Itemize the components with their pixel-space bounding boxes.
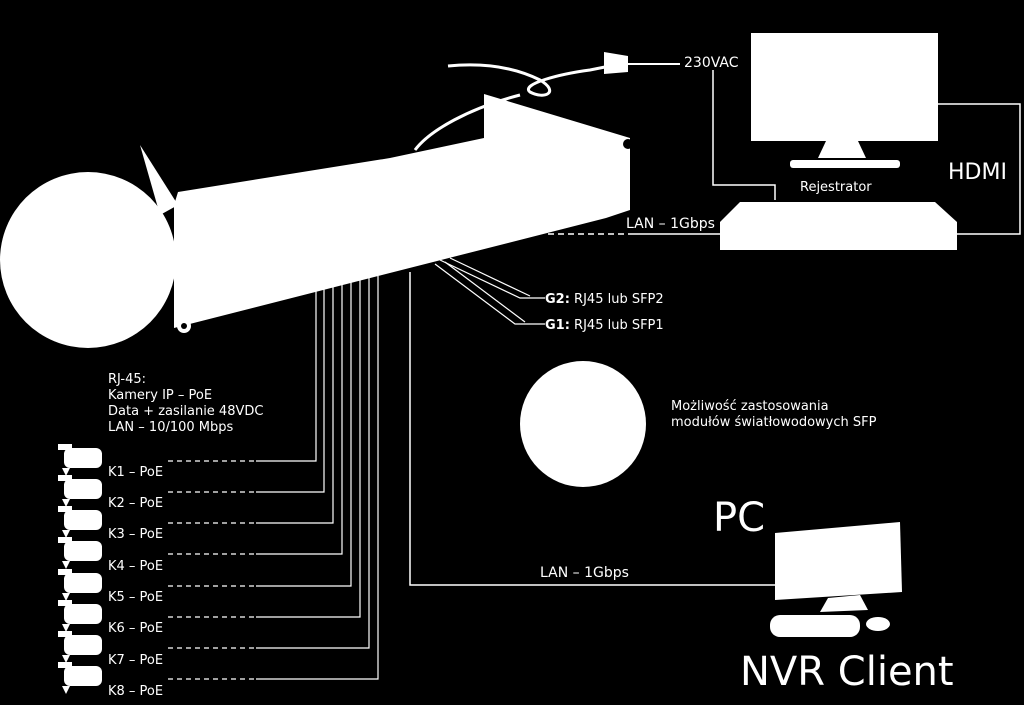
camera-icon-k2	[58, 475, 102, 507]
uplink-g2: G2: RJ45 lub SFP2	[545, 292, 664, 308]
camera-icon-k6	[58, 600, 102, 632]
recorder-label: Rejestrator	[800, 180, 872, 195]
camera-icons	[58, 444, 102, 694]
recorder-device	[720, 202, 957, 250]
poe-switch	[140, 94, 633, 333]
camera-label-k4: K4 – PoE	[108, 559, 164, 574]
camera-icon-k1	[58, 444, 102, 476]
rj45-line1: RJ-45:	[108, 372, 147, 387]
camera-label-k5: K5 – PoE	[108, 590, 164, 605]
camera-icon-k3	[58, 506, 102, 538]
camera-label-k2: K2 – PoE	[108, 496, 164, 511]
uplink-wires	[434, 257, 545, 325]
uplink-g2-desc: RJ45 lub SFP2	[569, 292, 664, 307]
sfp-note-line2: modułów światłowodowych SFP	[671, 415, 877, 430]
camera-label-k6: K6 – PoE	[108, 621, 164, 636]
pc-icon	[770, 522, 902, 637]
monitor-icon	[751, 33, 938, 168]
camera-icon-k4	[58, 537, 102, 569]
camera-label-k7: K7 – PoE	[108, 653, 164, 668]
camera-label-k3: K3 – PoE	[108, 527, 164, 542]
uplink-g1: G1: RJ45 lub SFP1	[545, 318, 664, 334]
lan-bottom-wire	[409, 272, 775, 586]
camera-wires	[256, 276, 379, 680]
lan-bottom-label: LAN – 1Gbps	[540, 565, 629, 581]
hdmi-cable	[938, 103, 1021, 235]
sfp-note-line1: Możliwość zastosowania	[671, 399, 829, 414]
camera-label-k8: K8 – PoE	[108, 684, 164, 699]
lan-top-label: LAN – 1Gbps	[626, 216, 715, 232]
power-plug-icon	[604, 52, 628, 74]
camera-icon-k5	[58, 569, 102, 601]
uplink-g1-desc: RJ45 lub SFP1	[569, 318, 664, 333]
camera-icon-k7	[58, 631, 102, 663]
power-wire	[712, 70, 776, 200]
power-cable	[413, 62, 680, 151]
port-zoom-circle	[0, 172, 176, 348]
uplink-g1-port: G1:	[545, 318, 570, 333]
camera-dashes	[168, 460, 256, 680]
hdmi-label: HDMI	[948, 160, 1007, 185]
uplink-g2-port: G2:	[545, 292, 570, 307]
rj45-line4: LAN – 10/100 Mbps	[108, 420, 234, 435]
rj45-line2: Kamery IP – PoE	[108, 388, 213, 403]
rj45-line3: Data + zasilanie 48VDC	[108, 404, 264, 419]
camera-icon-k8	[58, 662, 102, 694]
sfp-module-circle	[520, 361, 646, 487]
nvr-client-label: NVR Client	[740, 649, 954, 695]
power-label: 230VAC	[684, 55, 739, 71]
pc-label: PC	[713, 495, 766, 541]
camera-label-k1: K1 – PoE	[108, 465, 164, 480]
